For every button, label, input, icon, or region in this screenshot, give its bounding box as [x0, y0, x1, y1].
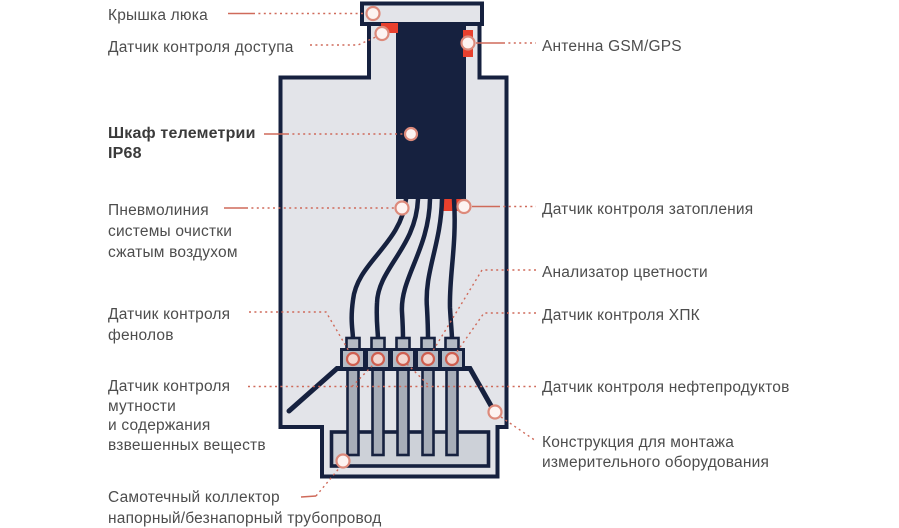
sensor-cap-3	[395, 336, 411, 351]
label-telemetry-cabinet: Шкаф телеметрии IP68	[108, 124, 256, 164]
cable-2	[374, 196, 421, 343]
sensor-dot-1	[345, 351, 361, 367]
sensor-dot-2	[370, 351, 386, 367]
sensor-cap-4	[420, 336, 436, 351]
well-body-shape	[278, 22, 509, 479]
label-turbidity-line3: и содержания	[108, 417, 211, 434]
label-telemetry-cabinet-line1: Шкаф телеметрии	[108, 125, 256, 142]
cable-1	[349, 196, 409, 343]
cable-3	[399, 196, 433, 343]
label-pneumo-line2: системы очистки	[108, 223, 233, 240]
anchor-access-sensor	[374, 25, 390, 42]
sensor-cap-5	[444, 336, 460, 351]
leader-collector	[315, 465, 342, 497]
label-pneumo-line3: сжатым воздухом	[108, 244, 238, 261]
leader-cod-sensor	[455, 312, 536, 354]
label-telemetry-cabinet-line2: IP68	[108, 145, 142, 162]
label-antenna: Антенна GSM/GPS	[542, 38, 682, 55]
anchor-manhole-cover	[365, 5, 381, 22]
sensor-rod-5	[445, 366, 459, 457]
label-pneumo-line1: Пневмолиния	[108, 202, 209, 219]
leader-phenol-sensor	[249, 311, 351, 354]
anchor-mounting-structure	[487, 404, 503, 420]
cable-4	[424, 196, 445, 343]
sensor-dot-3	[395, 351, 411, 367]
label-turbidity-line2: мутности	[108, 397, 176, 415]
label-pneumo-line: Пневмолиния системы очистки сжатым возду…	[108, 200, 238, 263]
telemetry-cabinet-shape	[396, 22, 466, 199]
sensor-rod-3	[396, 366, 410, 457]
label-mounting-line2: измерительного оборудования	[542, 453, 770, 471]
leader-color-analyzer	[430, 269, 536, 355]
label-phenol-line2: фенолов	[108, 327, 174, 344]
leader-collector-stub	[300, 495, 317, 498]
sensor-rod-4	[421, 366, 435, 457]
sensor-rod-2	[371, 366, 385, 457]
label-oil-sensor: Датчик контроля нефтепродуктов	[542, 379, 790, 396]
label-manhole-cover: Крышка люка	[108, 7, 208, 24]
label-collector-line2: напорный/безнапорный трубопровод	[108, 510, 382, 527]
access-sensor-shape	[381, 23, 398, 33]
label-gravity-collector: Самотечный коллектор напорный/безнапорны…	[108, 487, 381, 528]
anchor-pneumo	[394, 200, 410, 216]
label-turbidity-line4: взвешенных веществ	[108, 436, 266, 454]
label-mounting-structure: Конструкция для монтажа измерительного о…	[542, 433, 769, 472]
anchor-flood	[456, 198, 472, 215]
label-access-sensor: Датчик контроля доступа	[108, 39, 294, 56]
label-collector-line1: Самотечный коллектор	[108, 489, 280, 506]
anchor-cabinet	[403, 126, 419, 142]
sensor-cap-1	[345, 336, 361, 351]
sensor-dot-4	[420, 351, 436, 367]
label-cod-sensor: Датчик контроля ХПК	[542, 307, 700, 324]
sensor-dot-5	[444, 351, 460, 367]
label-flood-sensor: Датчик контроля затопления	[542, 201, 754, 218]
label-color-analyzer: Анализатор цветности	[542, 264, 708, 281]
cable-5	[447, 196, 457, 343]
sensor-cap-2	[370, 336, 386, 351]
label-turbidity-sensor: Датчик контроля мутности и содержания вз…	[108, 377, 266, 455]
label-phenol-line1: Датчик контроля	[108, 306, 231, 323]
anchor-collector	[335, 453, 351, 469]
label-turbidity-line1: Датчик контроля	[108, 378, 231, 395]
leader-mounting-structure	[500, 416, 537, 442]
anchor-antenna	[460, 35, 476, 51]
label-mounting-line1: Конструкция для монтажа	[542, 434, 735, 451]
label-phenol-sensor: Датчик контроля фенолов	[108, 304, 230, 346]
